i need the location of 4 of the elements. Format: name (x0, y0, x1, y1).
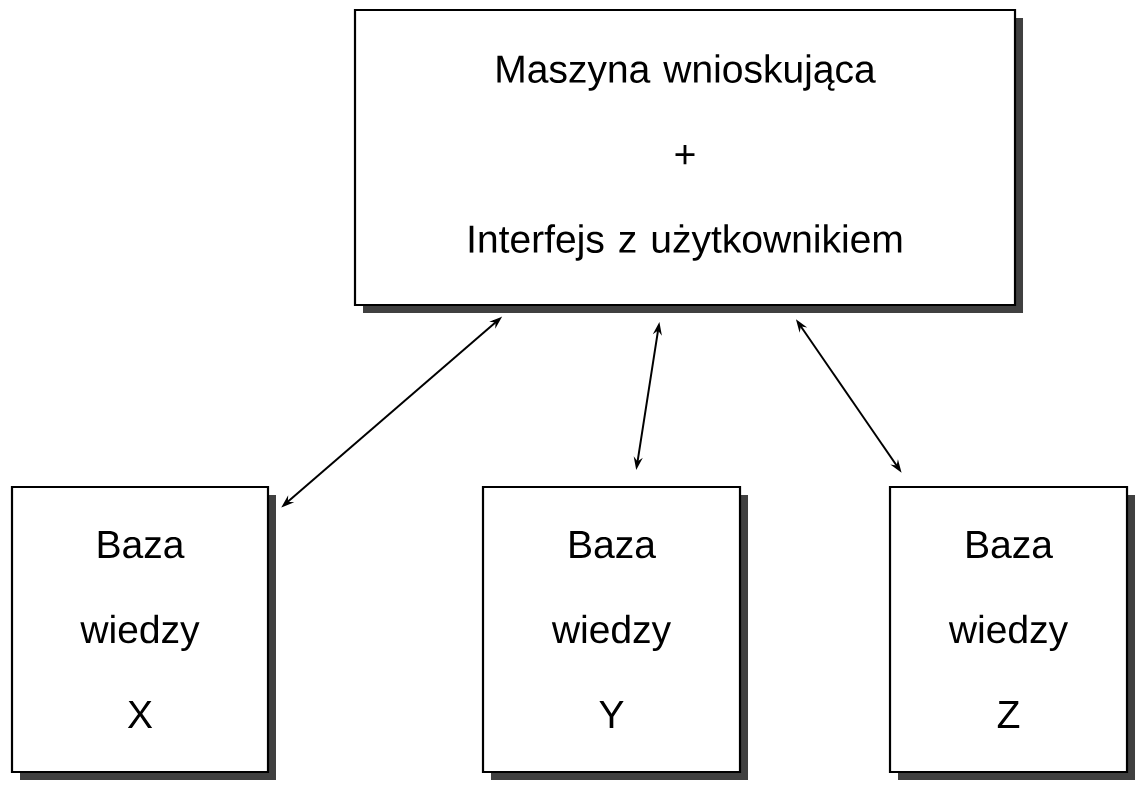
box: Baza wiedzy Z (888, 485, 1135, 780)
box: Baza wiedzy X (10, 485, 276, 780)
box: Baza wiedzy Y (481, 485, 748, 780)
box: Maszyna wnioskująca + Interfejs z użytkownikiem (353, 8, 1023, 313)
